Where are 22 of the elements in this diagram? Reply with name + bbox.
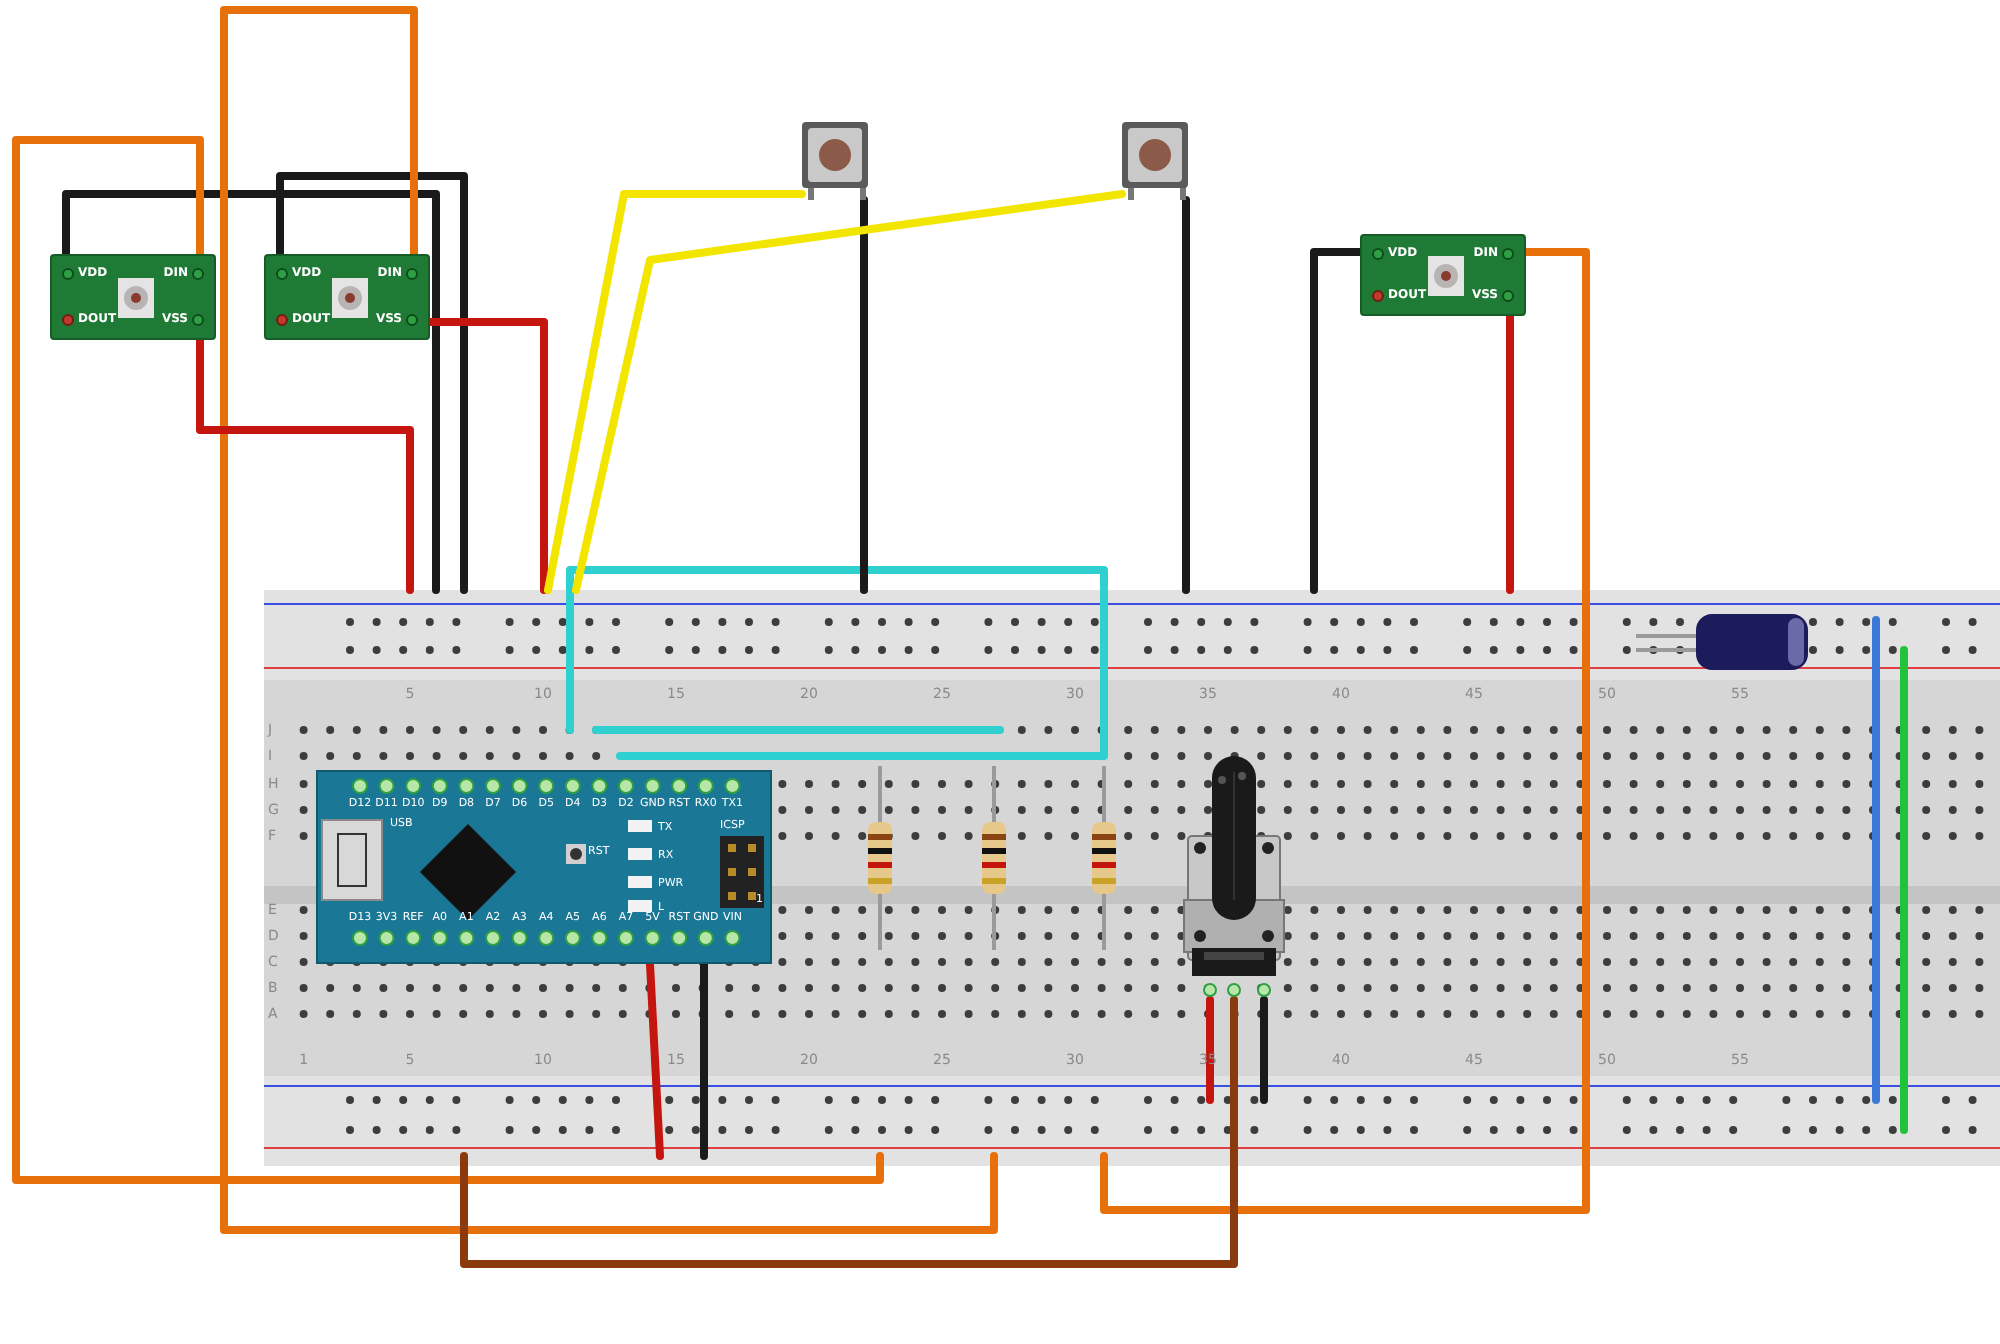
jumper-wire bbox=[646, 960, 664, 1160]
jumper-wire bbox=[426, 318, 548, 594]
jumper-wire bbox=[860, 196, 868, 594]
jumper-wire bbox=[276, 172, 468, 594]
microcontroller-board bbox=[316, 770, 772, 964]
jumper-wire bbox=[1182, 196, 1190, 594]
led-module bbox=[1360, 234, 1526, 316]
jumper-wire bbox=[12, 136, 884, 1184]
jumper-wire bbox=[1260, 996, 1268, 1104]
jumper-wire bbox=[572, 190, 1126, 594]
jumper-wire bbox=[1506, 312, 1514, 594]
jumper-wire bbox=[1100, 248, 1590, 1214]
jumper-wire bbox=[544, 190, 806, 594]
jumper-wire bbox=[220, 6, 998, 1234]
led-module bbox=[264, 254, 430, 340]
led-module bbox=[50, 254, 216, 340]
jumper-wire bbox=[196, 336, 414, 594]
jumper-wire bbox=[1310, 248, 1364, 594]
jumper-wire bbox=[1206, 996, 1214, 1104]
jumper-wire bbox=[460, 996, 1238, 1268]
jumper-wire bbox=[62, 190, 440, 594]
jumper-wire bbox=[700, 960, 708, 1160]
